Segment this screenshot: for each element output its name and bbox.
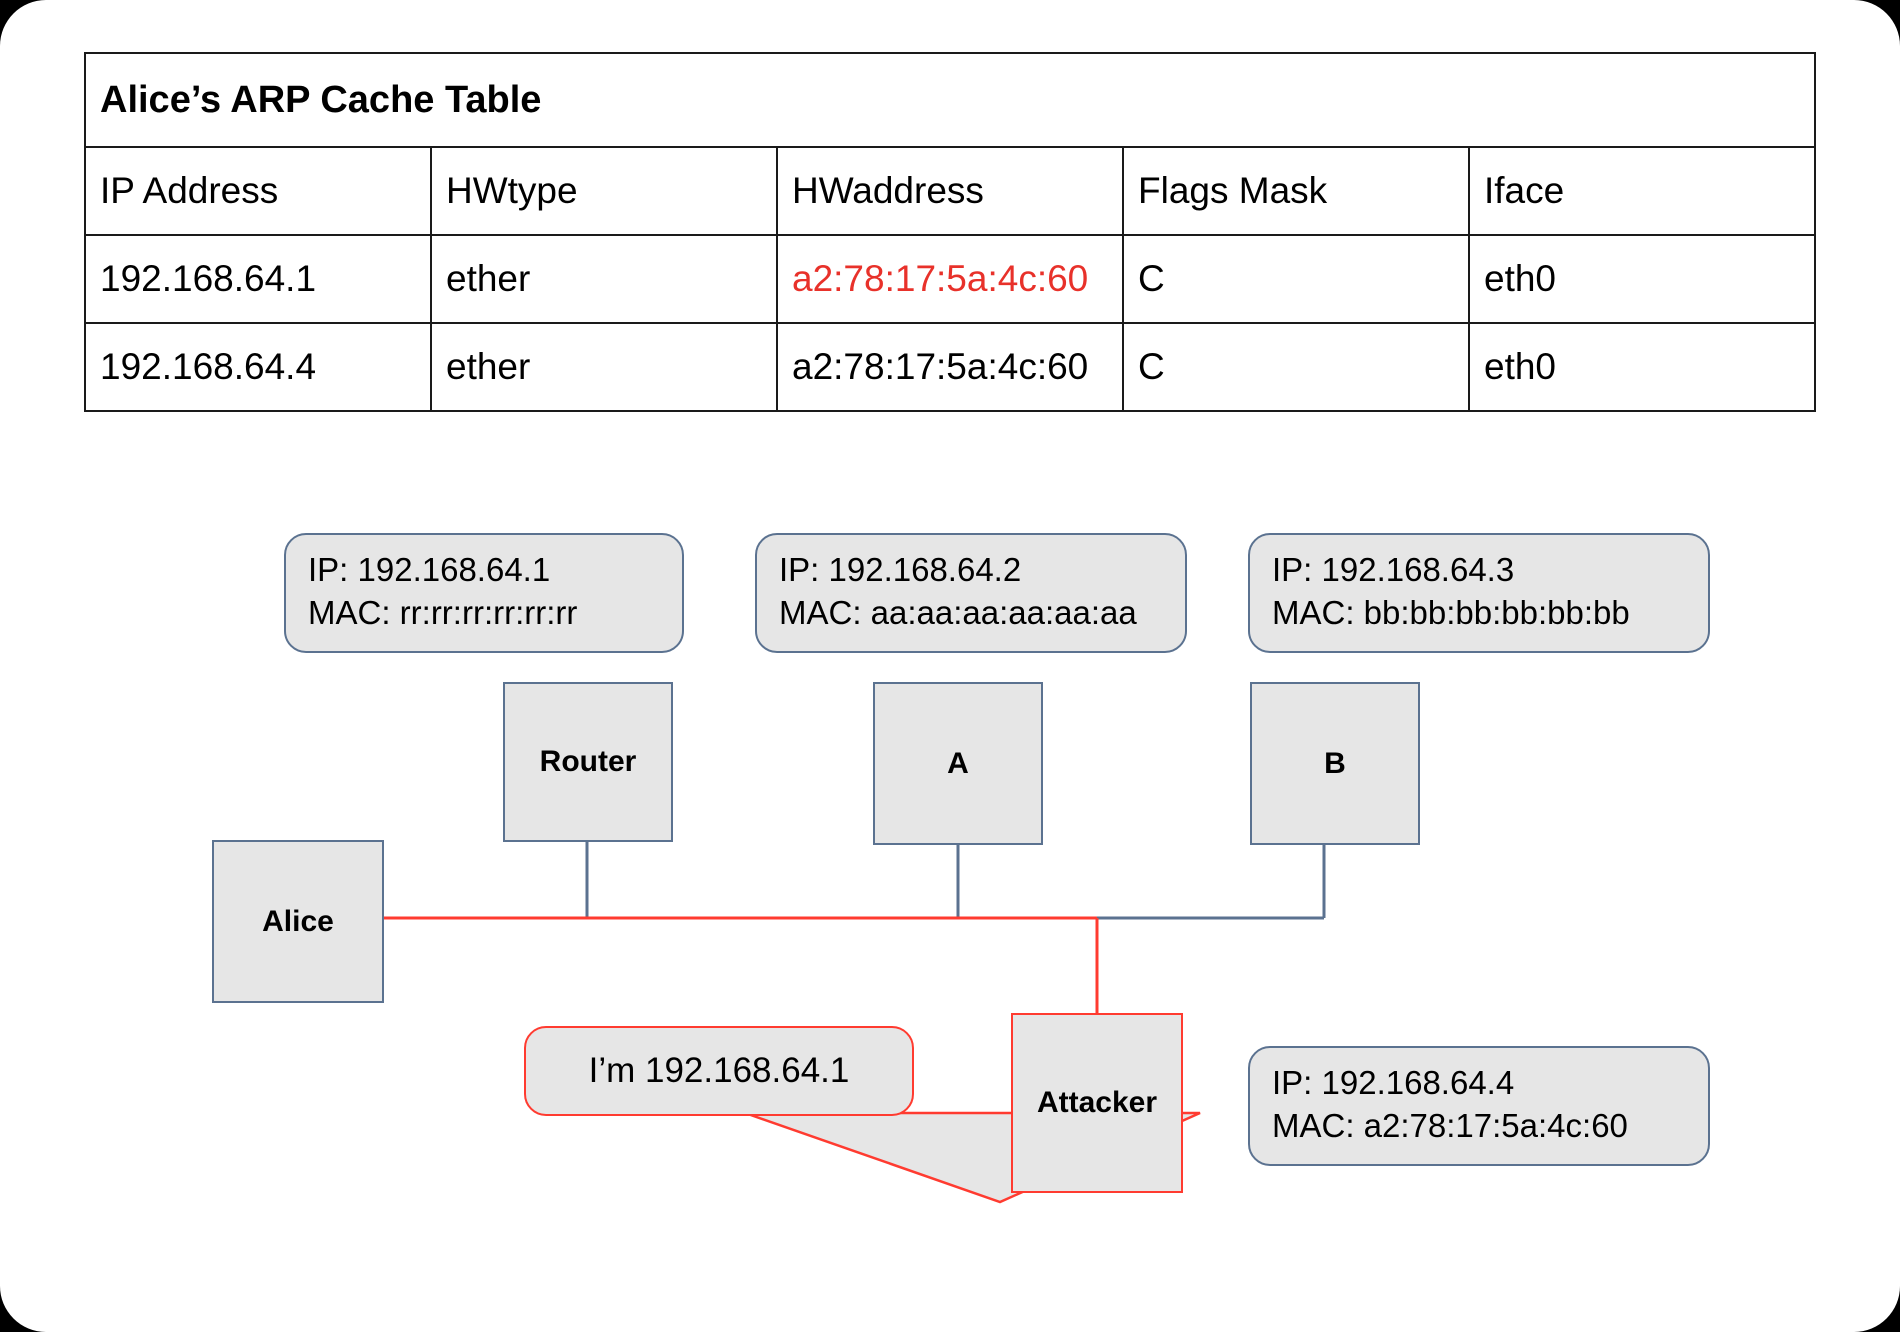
node-attacker[interactable]: Attacker	[1011, 1013, 1183, 1193]
arp-cache-table: Alice’s ARP Cache Table IP Address HWtyp…	[84, 52, 1816, 412]
callout-host-b-mac: MAC: bb:bb:bb:bb:bb:bb	[1272, 593, 1630, 631]
table-title-row: Alice’s ARP Cache Table	[84, 52, 1816, 148]
cell-hwaddress: a2:78:17:5a:4c:60	[776, 322, 1124, 412]
column-header-flags-mask: Flags Mask	[1122, 146, 1470, 236]
cell-hwtype: ether	[430, 234, 778, 324]
node-host-a-label: A	[947, 746, 969, 780]
cell-hwaddress-spoofed: a2:78:17:5a:4c:60	[776, 234, 1124, 324]
cell-iface: eth0	[1468, 234, 1816, 324]
callout-host-a-mac: MAC: aa:aa:aa:aa:aa:aa	[779, 593, 1137, 631]
node-router-label: Router	[539, 745, 637, 778]
cell-ip-address: 192.168.64.4	[84, 322, 432, 412]
cell-iface: eth0	[1468, 322, 1816, 412]
speech-bubble-text: I’m 192.168.64.1	[588, 1051, 850, 1090]
column-header-iface: Iface	[1468, 146, 1816, 236]
callout-attacker-mac: MAC: a2:78:17:5a:4c:60	[1272, 1106, 1628, 1144]
callout-host-b-ip: IP: 192.168.64.3	[1272, 551, 1515, 588]
callout-attacker: IP: 192.168.64.4 MAC: a2:78:17:5a:4c:60	[1248, 1046, 1710, 1166]
callout-router: IP: 192.168.64.1 MAC: rr:rr:rr:rr:rr:rr	[284, 533, 684, 653]
cell-flags-mask: C	[1122, 234, 1470, 324]
column-header-ip-address: IP Address	[84, 146, 432, 236]
node-attacker-label: Attacker	[1036, 1086, 1158, 1119]
table-title: Alice’s ARP Cache Table	[84, 52, 1816, 148]
node-host-a[interactable]: A	[873, 682, 1043, 845]
node-router[interactable]: Router	[503, 682, 673, 842]
cell-hwtype: ether	[430, 322, 778, 412]
table-row: 192.168.64.4 ether a2:78:17:5a:4c:60 C e…	[84, 322, 1816, 412]
column-header-hwaddress: HWaddress	[776, 146, 1124, 236]
speech-bubble-attacker: I’m 192.168.64.1	[524, 1026, 914, 1116]
callout-router-ip: IP: 192.168.64.1	[308, 551, 551, 588]
node-alice[interactable]: Alice	[212, 840, 384, 1003]
cell-flags-mask: C	[1122, 322, 1470, 412]
callout-host-a-ip: IP: 192.168.64.2	[779, 551, 1022, 588]
callout-attacker-ip: IP: 192.168.64.4	[1272, 1064, 1515, 1101]
node-alice-label: Alice	[262, 904, 334, 938]
callout-router-mac: MAC: rr:rr:rr:rr:rr:rr	[308, 593, 578, 631]
table-row: 192.168.64.1 ether a2:78:17:5a:4c:60 C e…	[84, 234, 1816, 324]
callout-host-a: IP: 192.168.64.2 MAC: aa:aa:aa:aa:aa:aa	[755, 533, 1187, 653]
callout-host-b: IP: 192.168.64.3 MAC: bb:bb:bb:bb:bb:bb	[1248, 533, 1710, 653]
table-header-row: IP Address HWtype HWaddress Flags Mask I…	[84, 146, 1816, 236]
node-host-b[interactable]: B	[1250, 682, 1420, 845]
column-header-hwtype: HWtype	[430, 146, 778, 236]
cell-ip-address: 192.168.64.1	[84, 234, 432, 324]
node-host-b-label: B	[1324, 746, 1346, 780]
